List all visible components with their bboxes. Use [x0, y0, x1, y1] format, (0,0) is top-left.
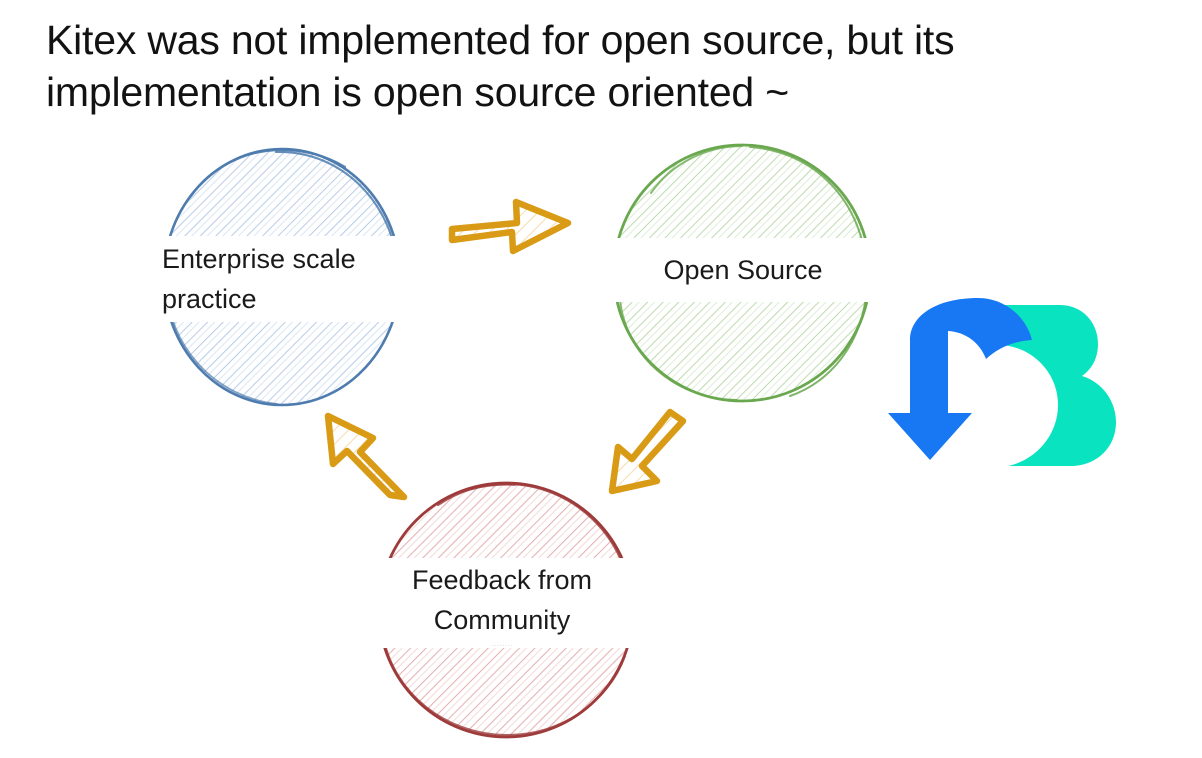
- page-title: Kitex was not implemented for open sourc…: [46, 17, 966, 115]
- logo-cloud-shape: [996, 305, 1116, 466]
- cloudwego-logo: [884, 288, 1136, 466]
- arrow-enterprise-to-opensource-icon: [448, 198, 572, 255]
- node-feedback-from-community[interactable]: [377, 481, 635, 739]
- logo-arrow-shape: [888, 298, 1032, 460]
- arrow-feedback-to-enterprise-icon: [324, 412, 408, 501]
- cloudwego-logo-icon: [888, 298, 1116, 466]
- node-open-source[interactable]: [612, 143, 872, 403]
- arrow-opensource-to-feedback-icon: [608, 408, 687, 495]
- node-enterprise-scale-practice[interactable]: [162, 147, 402, 407]
